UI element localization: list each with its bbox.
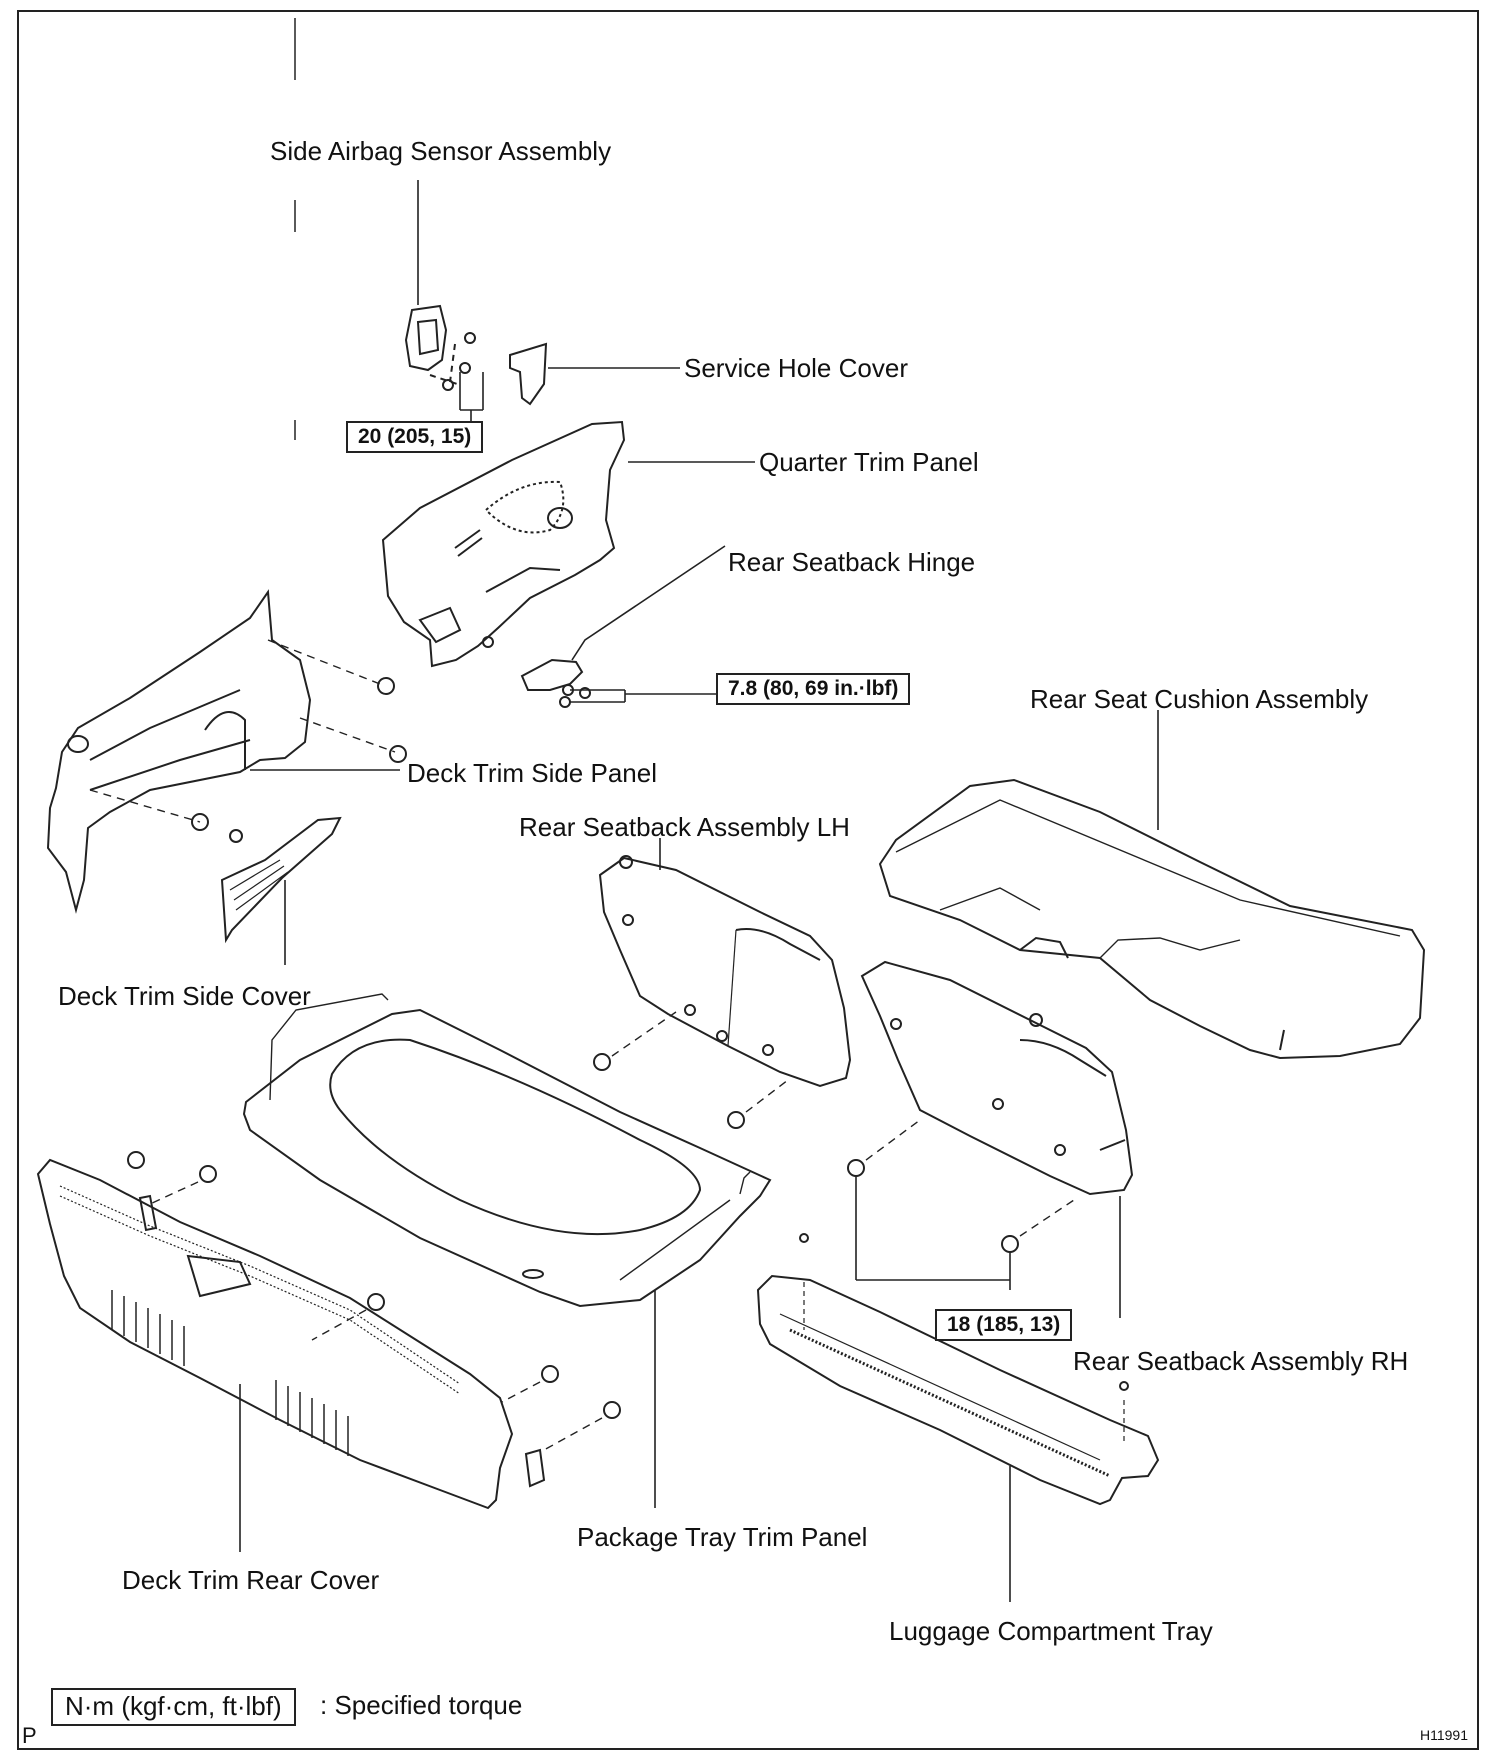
torque-hinge: 7.8 (80, 69 in.·lbf) [716,673,911,705]
rear-seatback-rh-part [860,960,1134,1196]
rear-seatback-hinge-leader [571,545,726,661]
airbag-torque-bracket [459,372,484,422]
service-hole-cover-part [509,342,548,406]
side-panel-clips [89,639,407,843]
rear-cover-clips [127,1151,621,1451]
seatback-rh-bolts [847,1119,1075,1253]
rear-seat-cushion-label: Rear Seat Cushion Assembly [1030,684,1369,714]
corner-letter: P [22,1723,37,1748]
rear-seatback-lh-label: Rear Seatback Assembly LH [519,812,850,842]
luggage-tray-part [756,1233,1160,1506]
deck-trim-side-panel-label: Deck Trim Side Panel [407,758,657,788]
torque-seatback: 18 (185, 13) [935,1309,1073,1341]
deck-trim-side-panel-part [46,589,312,914]
legend-specified-torque: : Specified torque [320,1690,523,1720]
seatback-torque-bracket [855,1176,1011,1290]
package-tray-label: Package Tray Trim Panel [577,1522,868,1552]
deck-trim-rear-cover-part [36,1158,546,1510]
deck-trim-side-cover-label: Deck Trim Side Cover [58,981,311,1011]
seatback-lh-bolts [593,1011,789,1129]
service-hole-cover-label: Service Hole Cover [684,353,908,383]
rear-seatback-hinge-part [482,636,591,708]
rear-seatback-hinge-label: Rear Seatback Hinge [728,547,976,577]
figure-code: H11991 [1420,1727,1469,1743]
deck-trim-rear-cover-label: Deck Trim Rear Cover [122,1565,380,1595]
side-airbag-sensor-label: Side Airbag Sensor Assembly [270,136,612,166]
quarter-trim-panel-part [381,420,626,668]
package-tray-part [242,993,772,1308]
deck-trim-side-cover-part [220,816,342,944]
luggage-tray-label: Luggage Compartment Tray [889,1616,1213,1646]
rear-seatback-lh-part [598,855,852,1088]
rear-seat-cushion-part [878,778,1426,1060]
diagram-frame [17,10,1479,1750]
legend-torque-unit-box: N·m (kgf·cm, ft·lbf) [51,1688,296,1726]
torque-airbag-sensor: 20 (205, 15) [346,421,484,453]
side-airbag-sensor-part [404,304,476,391]
rear-seatback-rh-label: Rear Seatback Assembly RH [1073,1346,1409,1376]
quarter-trim-panel-label: Quarter Trim Panel [759,447,979,477]
hinge-torque-bracket [570,689,718,703]
